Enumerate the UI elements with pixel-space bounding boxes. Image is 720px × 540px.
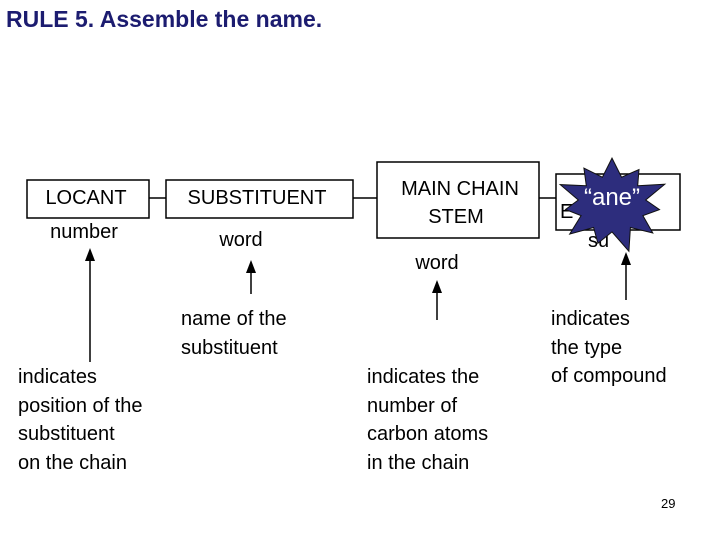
starburst-label: “ane” <box>583 184 641 211</box>
main-chain-label: MAIN CHAIN <box>401 178 519 200</box>
substituent-sublabel: word <box>219 229 263 251</box>
arrow-locant <box>85 248 95 362</box>
locant-label: LOCANT <box>45 187 127 209</box>
main-chain-description: indicates the number of carbon atoms in … <box>367 366 489 474</box>
suffix-description: indicates the type of compound <box>551 308 667 387</box>
locant-description: indicates position of the substituent on… <box>18 366 143 474</box>
page-number: 29 <box>661 496 676 511</box>
slide-title: RULE 5. Assemble the name. <box>6 6 323 32</box>
arrow-main-chain <box>432 280 442 320</box>
arrow-suffix <box>621 252 631 300</box>
arrow-substituent <box>246 260 256 294</box>
main-chain-word: word <box>415 252 459 274</box>
substituent-description: name of the substituent <box>181 308 287 359</box>
main-chain-sublabel: STEM <box>428 206 484 228</box>
main-chain-box <box>376 161 540 239</box>
substituent-label: SUBSTITUENT <box>187 187 327 209</box>
locant-box <box>26 179 150 219</box>
locant-sublabel: number <box>50 221 118 243</box>
substituent-box <box>165 179 354 219</box>
